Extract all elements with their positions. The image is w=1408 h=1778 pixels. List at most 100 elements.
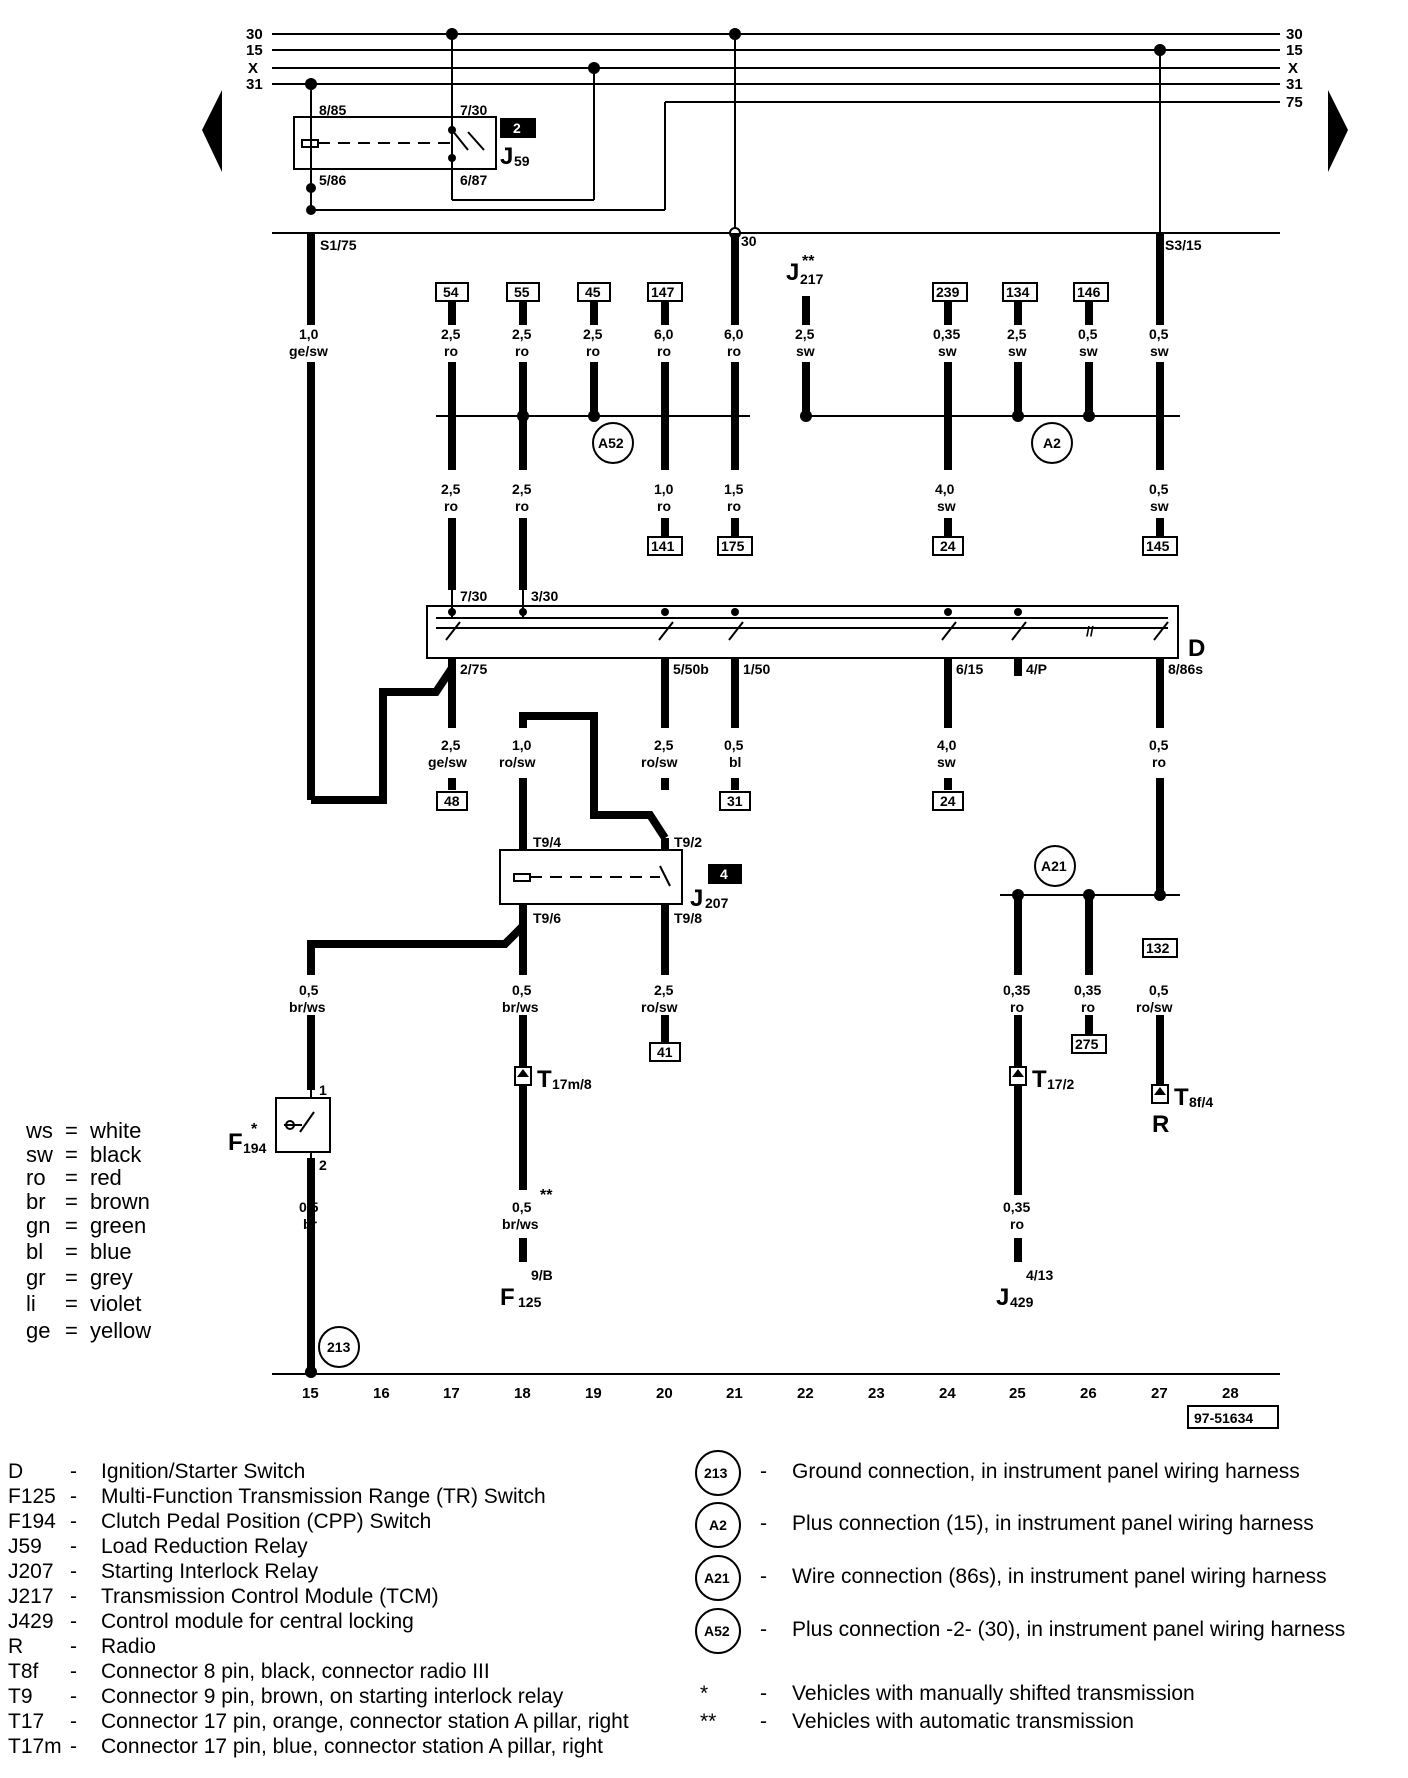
key-code: J59: [8, 1535, 42, 1558]
key-code: J429: [8, 1610, 54, 1633]
key-text: Connector 9 pin, brown, on starting inte…: [101, 1685, 564, 1708]
bus-label-s1-75: S1/75: [320, 237, 357, 253]
ref-box-145: 145: [1146, 538, 1170, 554]
key-text: Control module for central locking: [101, 1610, 414, 1633]
key-text: Radio: [101, 1635, 156, 1658]
key-dash: -: [70, 1610, 77, 1633]
ref-box-55: 55: [514, 284, 530, 300]
mid-reference-boxes: 141 175 24 145: [647, 536, 1178, 556]
key-dash: -: [70, 1585, 77, 1608]
key-dash: -: [760, 1710, 767, 1733]
wire-label-gauge: 0,5: [299, 982, 319, 998]
f194-sub: 194: [243, 1140, 267, 1156]
ref-box-175: 175: [721, 538, 745, 554]
legend-name: grey: [90, 1265, 133, 1290]
mid-wires: [448, 518, 1164, 590]
drawing-id: 97-51634: [1194, 1410, 1253, 1426]
legend-eq: =: [65, 1142, 78, 1167]
wire-label-gauge: 0,5: [724, 737, 744, 753]
key-code: J207: [8, 1560, 54, 1583]
connector-t17m-8: T 17m/8: [514, 1066, 592, 1190]
track-number: 22: [797, 1385, 814, 1402]
wire-label-color: ro: [727, 343, 741, 359]
f125-name: F: [500, 1284, 515, 1311]
j59-badge-number: 2: [513, 120, 521, 136]
wire-label-gauge: 0,5: [512, 1199, 532, 1215]
rail-label-right-30: 30: [1286, 26, 1303, 43]
wire-label-gauge: 2,5: [654, 982, 674, 998]
wire-label-gauge: 0,5: [1078, 326, 1098, 342]
ref-box-24: 24: [940, 538, 956, 554]
legend-code: ge: [26, 1318, 50, 1343]
legend-name: blue: [90, 1239, 132, 1264]
switch-d-pin-8-86s: 8/86s: [1168, 661, 1203, 677]
lower-wires: [311, 658, 1164, 895]
rail-label-right-75: 75: [1286, 94, 1303, 111]
rail-label-right-31: 31: [1286, 76, 1303, 93]
ref-box-48: 48: [444, 793, 460, 809]
legend-eq: =: [65, 1189, 78, 1214]
bottom-wire-labels: 0,5 br/ws 0,5 br/ws 2,5 ro/sw 0,35 ro 0,…: [289, 982, 1173, 1232]
legend-name: brown: [90, 1189, 150, 1214]
track-number: 25: [1009, 1385, 1026, 1402]
bus-label-30: 30: [741, 233, 757, 249]
switch-d-break-mark: //: [1086, 623, 1094, 639]
key-text: Starting Interlock Relay: [101, 1560, 319, 1583]
track-number: 16: [373, 1385, 390, 1402]
wire-label-gauge: 2,5: [441, 737, 461, 753]
connection-key: 213 - Ground connection, in instrument p…: [695, 1450, 1345, 1733]
key-symbol: A21: [704, 1570, 730, 1586]
rail-label-right-15: 15: [1286, 42, 1303, 59]
wire-label-color: sw: [937, 498, 956, 514]
next-page-arrow-icon[interactable]: [1328, 90, 1348, 172]
ref-box-24: 24: [940, 793, 956, 809]
wire-label-color: br/ws: [502, 999, 539, 1015]
wire-label-gauge: 0,5: [1149, 737, 1169, 753]
radio-label: R: [1152, 1111, 1169, 1138]
wire-label-gauge: 1,5: [724, 481, 744, 497]
key-code: D: [8, 1460, 23, 1483]
track-number: 23: [868, 1385, 885, 1402]
f194-star: *: [251, 1121, 258, 1138]
wire-label-color: bl: [729, 754, 741, 770]
previous-page-arrow-icon[interactable]: [202, 90, 222, 172]
key-text: Plus connection (15), in instrument pane…: [792, 1512, 1314, 1535]
wire-label-gauge: 1,0: [512, 737, 532, 753]
key-dash: -: [760, 1682, 767, 1705]
ref-box-41: 41: [657, 1044, 673, 1060]
wire-label-color: ge/sw: [428, 754, 467, 770]
key-symbol: *: [700, 1682, 708, 1705]
wire-label-gauge: 4,0: [937, 737, 957, 753]
key-text: Connector 8 pin, black, connector radio …: [101, 1660, 490, 1683]
wire-label-color: br: [303, 1216, 318, 1232]
track-number: 24: [939, 1385, 956, 1402]
connector-t17m-8-name: T: [537, 1066, 552, 1093]
top-rails: 30 15 X 31 30 15 X 31 75: [246, 26, 1303, 111]
f125-sub: 125: [518, 1294, 542, 1310]
mid-wire-labels: 2,5 ro 2,5 ro 1,0 ro 1,5 ro 4,0 sw 0,5 s…: [441, 481, 1169, 514]
wire-label-color: ro: [515, 498, 529, 514]
key-symbol: 213: [704, 1465, 728, 1481]
legend-code: ws: [25, 1118, 53, 1143]
track-number: 20: [656, 1385, 673, 1402]
ref-box-31: 31: [727, 793, 743, 809]
wire-label-color: ro: [657, 343, 671, 359]
key-code: F194: [8, 1510, 56, 1533]
j59-badge: [500, 118, 536, 138]
j59-name: J: [500, 143, 513, 170]
track-number: 15: [302, 1385, 319, 1402]
key-text: Connector 17 pin, blue, connector statio…: [101, 1735, 603, 1758]
wire-label-color: ro: [1081, 999, 1095, 1015]
splice-a21-label: A21: [1041, 858, 1067, 874]
j217-sub: 217: [800, 271, 824, 287]
j207-pin-t9-8: T9/8: [674, 910, 702, 926]
connector-t8f-4: T 8f/4 R: [1151, 1084, 1213, 1138]
ground-213-symbol: [318, 1326, 360, 1368]
legend-name: red: [90, 1165, 122, 1190]
connector-t17m-8-sub: 17m/8: [552, 1076, 592, 1092]
legend-name: black: [90, 1142, 142, 1167]
j207-pin-t9-6: T9/6: [533, 910, 561, 926]
wire-label-color: sw: [796, 343, 815, 359]
j207-pin-t9-4: T9/4: [533, 834, 561, 850]
key-text: Plus connection -2- (30), in instrument …: [792, 1618, 1345, 1641]
